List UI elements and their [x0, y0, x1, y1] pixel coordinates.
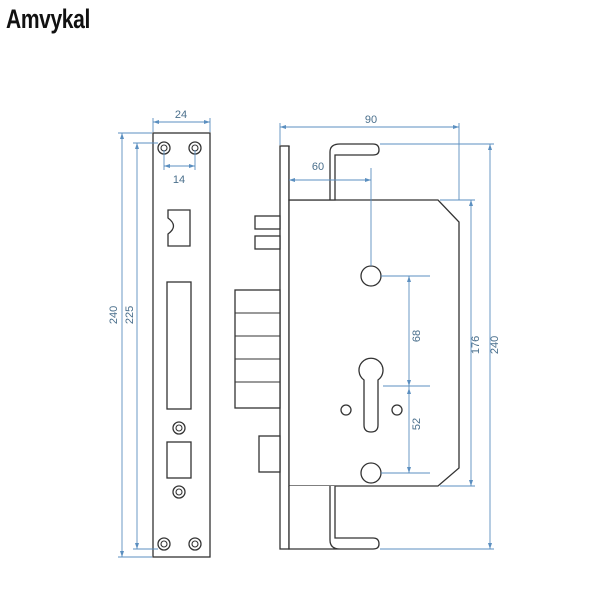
- dim-lock-depth: 90: [365, 114, 377, 126]
- dim-cylinder-to-lower: 52: [411, 418, 423, 430]
- faceplate: [152, 132, 211, 558]
- faceplate-lower-slot: [166, 441, 192, 479]
- dim-faceplate-height-outer: 240: [108, 306, 120, 324]
- spindle-hole: [360, 265, 382, 287]
- top-mounting-bracket: [288, 143, 380, 201]
- lock-front-plate: [279, 145, 290, 550]
- latch-tongue-lower: [254, 235, 281, 250]
- dim-backset: 60: [312, 161, 324, 173]
- faceplate-latch-opening: [167, 209, 191, 247]
- dim-total-height: 240: [489, 336, 501, 354]
- dim-spindle-to-cylinder: 68: [411, 330, 423, 342]
- cylinder-left-screw: [340, 404, 352, 416]
- dim-body-height: 176: [470, 336, 482, 354]
- brand-logo: Amvykal: [6, 4, 90, 34]
- lower-fixing-hole: [360, 462, 382, 484]
- auxiliary-latch: [258, 435, 281, 473]
- cylinder-right-screw: [391, 404, 403, 416]
- latch-tongue: [254, 215, 281, 230]
- faceplate-dimensions: [118, 118, 211, 558]
- lock-case: [288, 199, 460, 487]
- dim-faceplate-width: 24: [175, 109, 187, 121]
- faceplate-lower-screw: [172, 485, 186, 499]
- faceplate-middle-screw: [172, 421, 186, 435]
- faceplate-bottom-left-hole: [157, 537, 171, 551]
- cylinder-keyhole: [358, 357, 384, 433]
- faceplate-bolt-slot: [166, 281, 192, 410]
- faceplate-bottom-right-hole: [188, 537, 202, 551]
- dim-faceplate-height-inner: 225: [124, 306, 136, 324]
- lock-body-dimensions: [279, 123, 494, 550]
- dim-hole-spacing: 14: [173, 174, 185, 186]
- bottom-mounting-bracket: [288, 486, 380, 550]
- deadbolt: [234, 289, 281, 409]
- lock-body: [234, 143, 460, 550]
